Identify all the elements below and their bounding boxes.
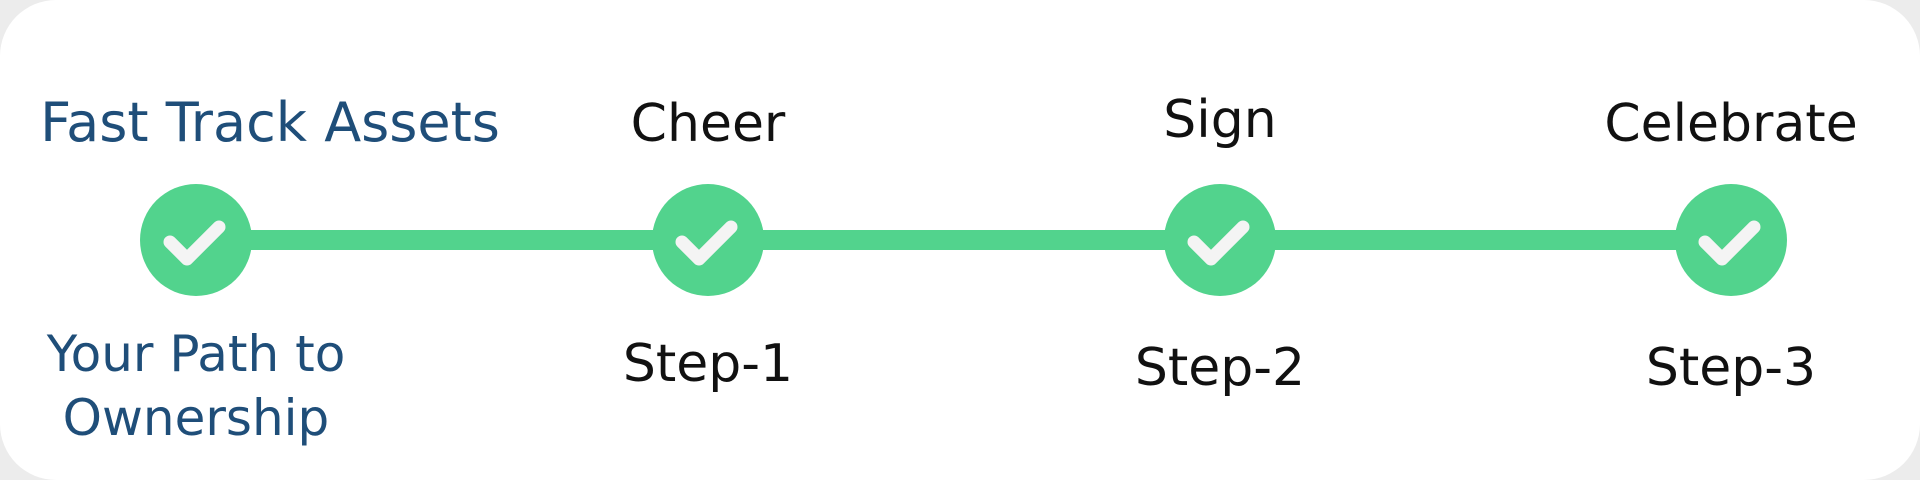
- step-2-top-label: Sign: [1163, 90, 1277, 150]
- check-circle-icon: [1187, 220, 1250, 266]
- check-circle-icon: [1698, 220, 1761, 266]
- step-3-bottom-label: Step-3: [1645, 338, 1817, 398]
- brand-title: Fast Track Assets: [40, 91, 500, 154]
- milestone-node-step-2: [1164, 184, 1276, 296]
- milestone-node-step-1: [652, 184, 764, 296]
- milestone-node-start: [140, 184, 252, 296]
- brand-subtitle: Your Path to Ownership: [0, 322, 406, 450]
- brand-subtitle-line-1: Your Path to: [46, 325, 346, 383]
- step-1-bottom-label: Step-1: [622, 334, 794, 394]
- milestone-node-step-3: [1675, 184, 1787, 296]
- brand-subtitle-line-2: Ownership: [62, 389, 330, 447]
- step-2-bottom-label: Step-2: [1134, 338, 1306, 398]
- step-1-top-label: Cheer: [630, 94, 786, 154]
- check-circle-icon: [163, 220, 226, 266]
- step-3-top-label: Celebrate: [1604, 94, 1858, 154]
- check-circle-icon: [675, 220, 738, 266]
